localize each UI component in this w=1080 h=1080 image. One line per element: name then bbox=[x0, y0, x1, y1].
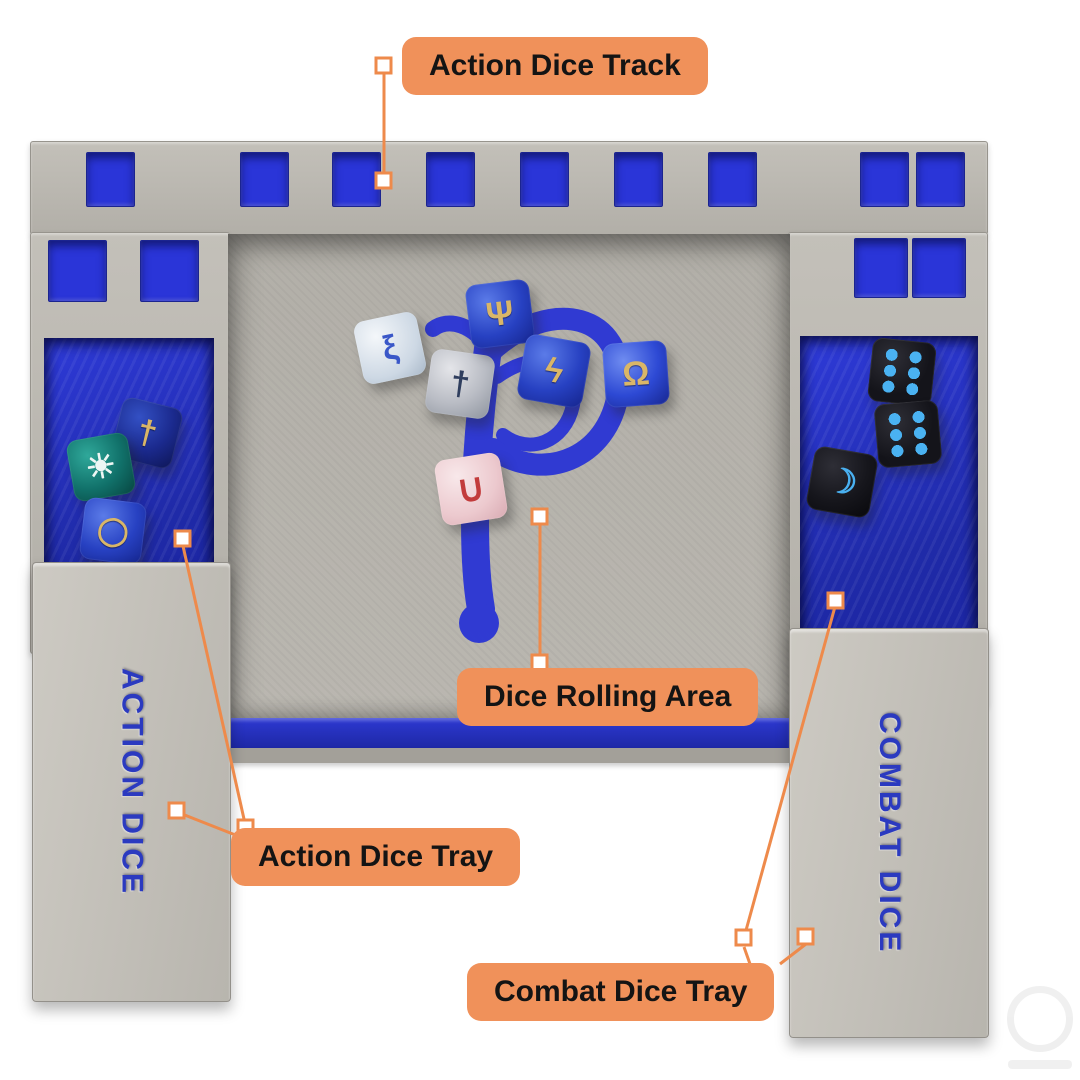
rune-symbol: ☀ bbox=[82, 445, 120, 489]
track-slot bbox=[426, 152, 475, 207]
callout-action-dice-tray: Action Dice Tray bbox=[231, 828, 521, 886]
combat-dice-tray-cover: COMBAT DICE bbox=[789, 628, 989, 1038]
action-die-teal-sun: ☀ bbox=[65, 431, 137, 503]
rune-symbol: Ψ bbox=[484, 293, 516, 335]
action-die-blue-ring: ◯ bbox=[78, 496, 148, 566]
rune-symbol: ∪ bbox=[453, 466, 489, 512]
rolling-die-pink: ∪ bbox=[433, 451, 509, 527]
combat-dice-tray-engraving: COMBAT DICE bbox=[873, 711, 906, 955]
callout-combat-dice-tray: Combat Dice Tray bbox=[467, 963, 775, 1021]
rolling-die-blue-harp: Ψ bbox=[464, 278, 536, 350]
action-dice-track-bar bbox=[30, 141, 988, 235]
rune-symbol: ◯ bbox=[95, 513, 131, 548]
front-edge bbox=[228, 748, 790, 763]
rolling-die-blue-bolt: ϟ bbox=[515, 332, 593, 410]
action-dice-tray-cover: ACTION DICE bbox=[32, 562, 231, 1002]
track-slot bbox=[860, 152, 909, 207]
rune-symbol: Ω bbox=[621, 354, 651, 394]
track-slot bbox=[912, 238, 966, 298]
rune-symbol: ☽ bbox=[823, 460, 861, 504]
track-slot bbox=[240, 152, 289, 207]
rune-symbol: † bbox=[447, 363, 473, 405]
rune-symbol: † bbox=[133, 412, 161, 454]
rolling-die-blue-ring: Ω bbox=[601, 339, 671, 409]
marker-square bbox=[374, 56, 393, 75]
track-slot bbox=[916, 152, 965, 207]
rolling-die-silver: † bbox=[423, 347, 497, 421]
callout-dice-rolling-area: Dice Rolling Area bbox=[457, 668, 759, 726]
track-slot bbox=[708, 152, 757, 207]
track-slot bbox=[48, 240, 107, 302]
track-slot bbox=[614, 152, 663, 207]
action-dice-tray-engraving: ACTION DICE bbox=[115, 668, 149, 896]
track-slot bbox=[86, 152, 135, 207]
watermark-bar bbox=[1008, 1060, 1072, 1069]
track-slot bbox=[520, 152, 569, 207]
track-slot bbox=[332, 152, 381, 207]
rune-symbol: ξ bbox=[378, 327, 402, 369]
track-slot bbox=[854, 238, 908, 298]
combat-die-six-pips bbox=[866, 336, 938, 408]
watermark-logo bbox=[1004, 986, 1076, 1076]
watermark-ring-icon bbox=[1007, 986, 1073, 1052]
track-slot bbox=[140, 240, 199, 302]
rolling-die-white: ξ bbox=[352, 310, 428, 386]
callout-action-dice-track: Action Dice Track bbox=[402, 37, 708, 95]
combat-die-moon: ☽ bbox=[804, 444, 880, 520]
combat-die-six-pips bbox=[873, 399, 943, 469]
marker-square bbox=[734, 928, 753, 947]
rune-symbol: ϟ bbox=[541, 350, 567, 392]
